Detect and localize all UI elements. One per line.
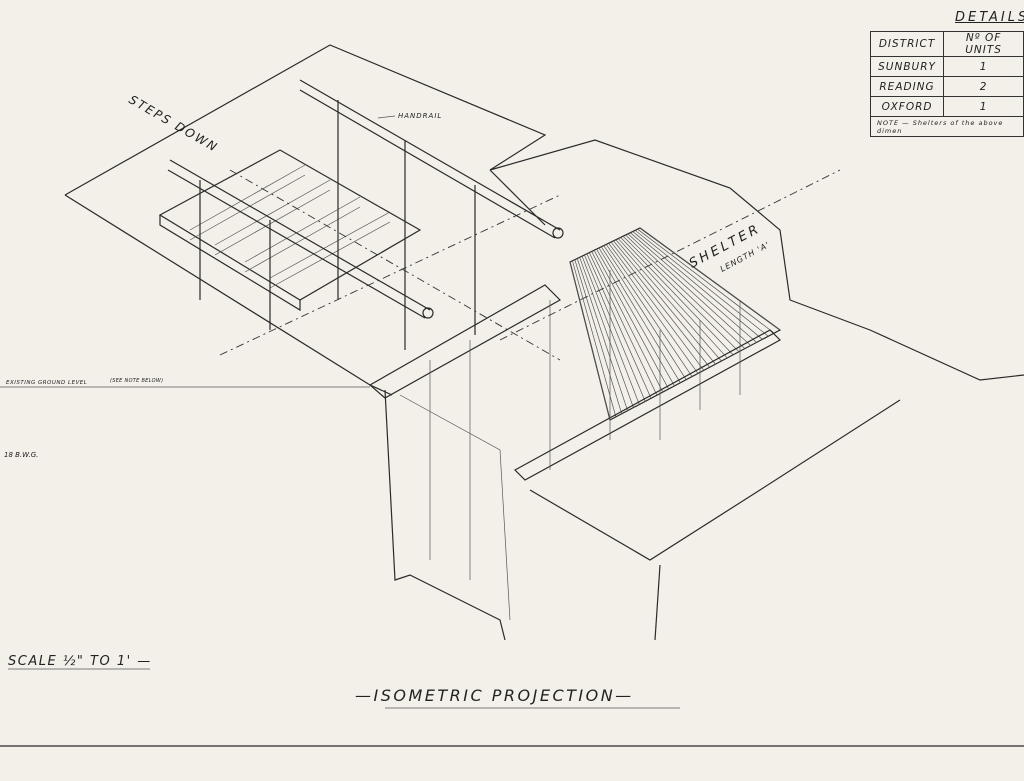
corrugation-line — [630, 232, 757, 343]
corrugation-line — [613, 240, 716, 365]
corrugation-line — [593, 250, 669, 390]
details-title: DETAILS — [955, 10, 1024, 25]
steps — [158, 149, 422, 312]
corrugation-line — [596, 248, 675, 387]
header-units: Nº OF UNITS — [943, 31, 1024, 57]
corrugation-line — [584, 254, 646, 402]
corrugation-line — [632, 231, 763, 340]
projection-title: —ISOMETRIC PROJECTION— — [355, 686, 634, 705]
corrugation-line — [615, 239, 722, 362]
corrugation-line — [601, 246, 687, 380]
trench — [219, 169, 841, 641]
shelter-roof — [569, 227, 782, 421]
corrugation-line — [598, 247, 681, 383]
corrugation-line — [605, 244, 699, 374]
corrugation-line — [622, 235, 740, 352]
corrugation-line — [625, 234, 746, 349]
corrugation-line — [618, 238, 728, 359]
ground-level-label: EXISTING GROUND LEVEL — [6, 380, 87, 386]
ground-outline — [64, 44, 1024, 641]
handrail-label: HANDRAIL — [398, 112, 442, 120]
details-note: NOTE — Shelters of the above dimen — [870, 116, 1024, 137]
scale-label: SCALE ½" TO 1' — — [8, 654, 152, 669]
corrugation-line — [579, 257, 634, 408]
corrugation-line — [574, 259, 623, 414]
corrugation-line — [634, 230, 769, 337]
corrugation-line — [608, 243, 705, 371]
corrugation-line — [588, 252, 658, 396]
corrugation-line — [581, 256, 640, 405]
gauge-label: 18 B.W.G. — [4, 451, 38, 459]
corrugation-line — [569, 261, 611, 421]
corrugation-line — [586, 253, 652, 399]
corrugation-line — [610, 241, 710, 368]
steps-down-label: STEPS DOWN — [127, 92, 221, 154]
corrugation-line — [627, 233, 751, 346]
corrugation-line — [603, 245, 693, 377]
corrugation-line — [576, 258, 628, 411]
corrugation-line — [620, 237, 734, 356]
handrails — [167, 79, 564, 350]
corrugation-line — [572, 260, 617, 417]
corrugation-line — [637, 228, 775, 334]
corrugation-line — [639, 227, 781, 331]
header-district: DISTRICT — [869, 31, 945, 57]
ground-note-label: (SEE NOTE BELOW) — [110, 378, 163, 384]
district-cell: READING — [869, 76, 945, 97]
corrugation-line — [591, 251, 664, 393]
